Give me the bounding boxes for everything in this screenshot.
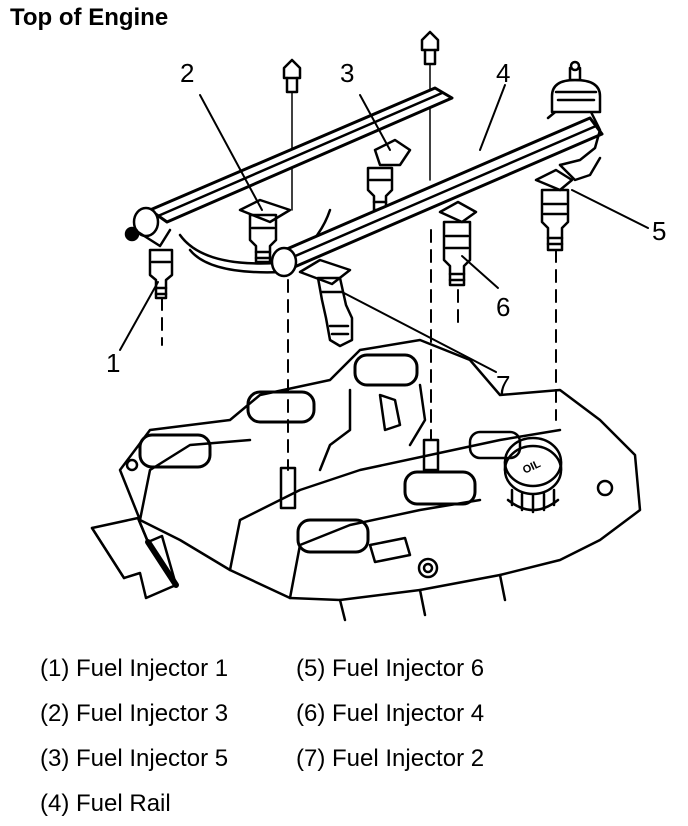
injector-3: [238, 198, 292, 264]
callout-4: 4: [496, 58, 510, 88]
front-direction-arrow: [90, 516, 179, 600]
callout-6: 6: [496, 292, 510, 322]
callout-5: 5: [652, 216, 666, 246]
oil-cap-text: OIL: [521, 458, 543, 477]
legend-item: (6) Fuel Injector 4: [296, 700, 485, 727]
legend-item: (7) Fuel Injector 2: [296, 745, 485, 772]
callout-1: 1: [106, 348, 120, 378]
alignment-lines: [161, 229, 557, 471]
legend-item: (1) Fuel Injector 1: [40, 655, 229, 682]
legend-item: (5) Fuel Injector 6: [296, 655, 485, 682]
leader-lines: [119, 84, 649, 373]
injector-4: [438, 200, 478, 287]
fuel-rail-diagram: OIL 1 2 3 4 5 6 7: [90, 30, 666, 622]
callout-2: 2: [180, 58, 194, 88]
fuel-rail-rear: [124, 86, 454, 274]
callout-3: 3: [340, 58, 354, 88]
fuel-pressure-regulator: [550, 60, 602, 114]
callout-7: 7: [496, 370, 510, 400]
injector-1: [148, 248, 174, 300]
page-title: Top of Engine: [10, 4, 169, 31]
legend-column-left: (1) Fuel Injector 1 (2) Fuel Injector 3 …: [40, 646, 228, 826]
legend-item: (2) Fuel Injector 3: [40, 700, 229, 727]
rail-bolts: [282, 30, 440, 211]
injector-6: [534, 168, 574, 252]
intake-manifold: [90, 338, 642, 622]
injector-5: [366, 138, 412, 212]
oil-filler-cap: [503, 436, 563, 514]
injector-2: [298, 258, 354, 348]
legend-item: (3) Fuel Injector 5: [40, 745, 229, 772]
legend-item: (4) Fuel Rail: [40, 790, 171, 817]
legend-column-right: (5) Fuel Injector 6 (6) Fuel Injector 4 …: [296, 646, 484, 781]
